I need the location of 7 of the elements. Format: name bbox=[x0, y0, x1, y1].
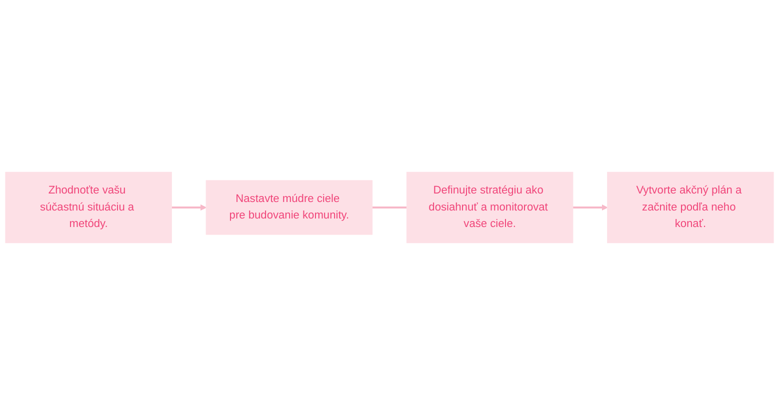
node-box: Zhodnoťte vašu súčastnú situáciu a metódy. bbox=[5, 172, 172, 244]
node-box: Definujte stratégiu ako dosiahnuť a monitorovat vaše ciele. bbox=[406, 172, 574, 244]
node-box: Nastavte múdre ciele pre budovanie komunity. bbox=[206, 180, 373, 235]
arrow bbox=[172, 204, 206, 211]
connector bbox=[372, 206, 407, 209]
arrow bbox=[572, 204, 608, 211]
node-box: Vytvorte akčný plán a začnite podľa neho konať. bbox=[607, 172, 774, 244]
